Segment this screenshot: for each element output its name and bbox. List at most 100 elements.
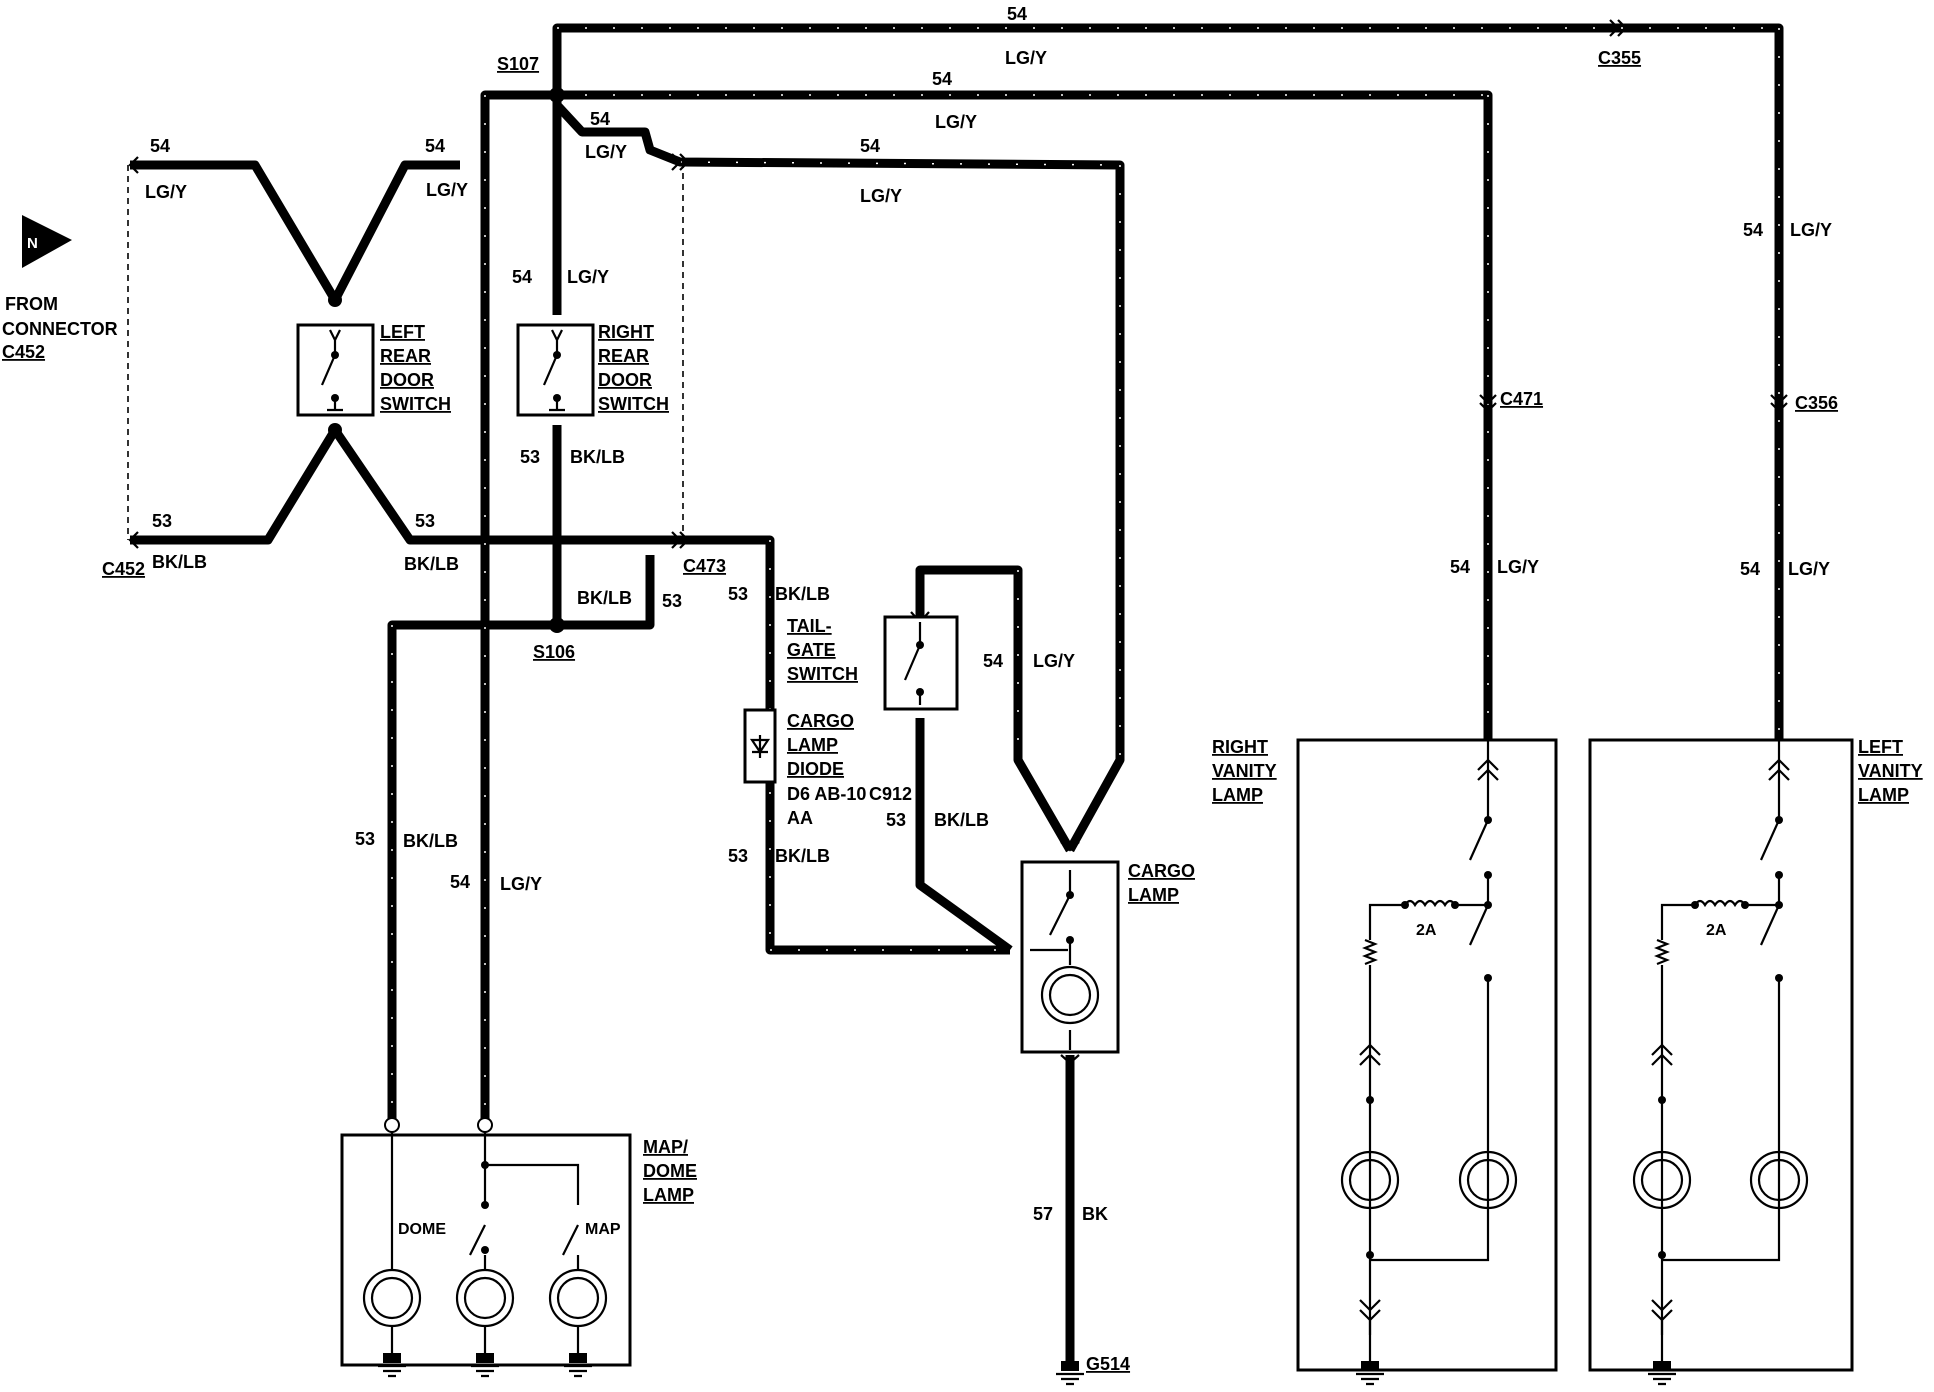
dome-label: DOME [398, 1221, 446, 1238]
map-dome-lamp [340, 1117, 632, 1367]
connector-c471-label: C471 [1500, 389, 1543, 409]
wire-color: LG/Y [1005, 48, 1047, 68]
orientation-glyph: N [27, 235, 38, 252]
wire-number: 54 [512, 267, 532, 287]
vanity-bulb-icon [1632, 1150, 1692, 1210]
wire-color: BK/LB [577, 588, 632, 608]
tailgate-switch-label-2: GATE [787, 640, 836, 660]
left-door-switch-label-4: SWITCH [380, 394, 451, 414]
left-door-switch-label-1: LEFT [380, 322, 425, 342]
right-door-switch-label-2: REAR [598, 346, 649, 366]
wire-number: 53 [355, 829, 375, 849]
fuse-rating: 2A [1416, 922, 1437, 939]
wire-color: LG/Y [145, 182, 187, 202]
ground-g514-label: G514 [1086, 1354, 1130, 1374]
map-dome-label-2: DOME [643, 1161, 697, 1181]
right-vanity-lamp [1296, 738, 1558, 1372]
wire-color: BK/LB [934, 810, 989, 830]
wire-number: 54 [1007, 4, 1027, 24]
wire-color: BK/LB [403, 831, 458, 851]
vanity-bulb-icon [1458, 1150, 1518, 1210]
ground-icons [378, 1353, 1676, 1386]
orientation-arrow-icon: N [22, 215, 72, 268]
left-rear-door-switch [296, 323, 375, 417]
wire-53-tailgate [915, 718, 1013, 954]
wire-number: 54 [1740, 559, 1760, 579]
right-vanity-label-2: VANITY [1212, 761, 1277, 781]
connector-c473-label: C473 [683, 556, 726, 576]
wire-number: 53 [152, 511, 172, 531]
vanity-bulb-icon [1749, 1150, 1809, 1210]
wire-number: 54 [425, 136, 445, 156]
wire-number: 53 [662, 591, 682, 611]
wire-number: 53 [520, 447, 540, 467]
diode-part-1: D6 AB-10 [787, 784, 866, 804]
right-door-switch-label-3: DOOR [598, 370, 652, 390]
tailgate-switch [883, 615, 959, 711]
map-label: MAP [585, 1221, 621, 1238]
left-vanity-label-3: LAMP [1858, 785, 1909, 805]
cargo-bulb-icon [1040, 965, 1100, 1025]
wire-color: BK [1082, 1204, 1108, 1224]
diode-label-2: LAMP [787, 735, 838, 755]
splice-s106-label: S106 [533, 642, 575, 662]
right-rear-door-switch [516, 323, 595, 417]
connector-c356-label: C356 [1795, 393, 1838, 413]
wire-color: LG/Y [567, 267, 609, 287]
wire-number: 53 [728, 584, 748, 604]
from-label: FROM [5, 294, 58, 314]
wire-number: 54 [983, 651, 1003, 671]
cargo-lamp-label-2: LAMP [1128, 885, 1179, 905]
wire-color: BK/LB [404, 554, 459, 574]
connector-c912-label: C912 [869, 784, 912, 804]
right-door-switch-label-1: RIGHT [598, 322, 654, 342]
connector-c355-label: C355 [1598, 48, 1641, 68]
wire-color: LG/Y [1790, 220, 1832, 240]
wire-number: 54 [1450, 557, 1470, 577]
wire-number: 54 [860, 136, 880, 156]
from-connector-id: C452 [2, 342, 45, 362]
splice-s107-dot [549, 87, 565, 103]
tailgate-switch-label-3: SWITCH [787, 664, 858, 684]
wire-number: 54 [150, 136, 170, 156]
wire-number: 57 [1033, 1204, 1053, 1224]
wire-number: 54 [932, 69, 952, 89]
wire-number: 53 [886, 810, 906, 830]
wire-color: LG/Y [585, 142, 627, 162]
wire-number: 53 [415, 511, 435, 531]
cargo-lamp [1020, 860, 1120, 1054]
tailgate-switch-label-1: TAIL- [787, 616, 832, 636]
right-vanity-label-1: RIGHT [1212, 737, 1268, 757]
connector-c452-label: C452 [102, 559, 145, 579]
diode-label-3: DIODE [787, 759, 844, 779]
wire-color: LG/Y [935, 112, 977, 132]
switch-pin [328, 423, 342, 437]
wire-54-map-dome [480, 90, 557, 1125]
connector-label: CONNECTOR [2, 319, 118, 339]
wire-number: 54 [1743, 220, 1763, 240]
wire-54-to-cargo [553, 101, 1125, 853]
left-vanity-label-1: LEFT [1858, 737, 1903, 757]
splice-s106-dot [549, 617, 565, 633]
wire-number: 53 [728, 846, 748, 866]
wire-color: LG/Y [500, 874, 542, 894]
wire-color: BK/LB [775, 846, 830, 866]
left-vanity-label-2: VANITY [1858, 761, 1923, 781]
wire-color: LG/Y [1497, 557, 1539, 577]
splice-s107-label: S107 [497, 54, 539, 74]
cargo-lamp-label-1: CARGO [1128, 861, 1195, 881]
map-dome-label-1: MAP/ [643, 1137, 688, 1157]
right-door-switch-label-4: SWITCH [598, 394, 669, 414]
map-dome-label-3: LAMP [643, 1185, 694, 1205]
switch-pin [328, 293, 342, 307]
left-vanity-lamp [1588, 738, 1854, 1372]
diode-part-2: AA [787, 808, 813, 828]
wire-number: 54 [450, 872, 470, 892]
left-door-switch-label-2: REAR [380, 346, 431, 366]
wire-color: BK/LB [570, 447, 625, 467]
fuse-rating: 2A [1706, 922, 1727, 939]
wire-54-top-c355 [552, 23, 1784, 740]
wire-color: BK/LB [775, 584, 830, 604]
